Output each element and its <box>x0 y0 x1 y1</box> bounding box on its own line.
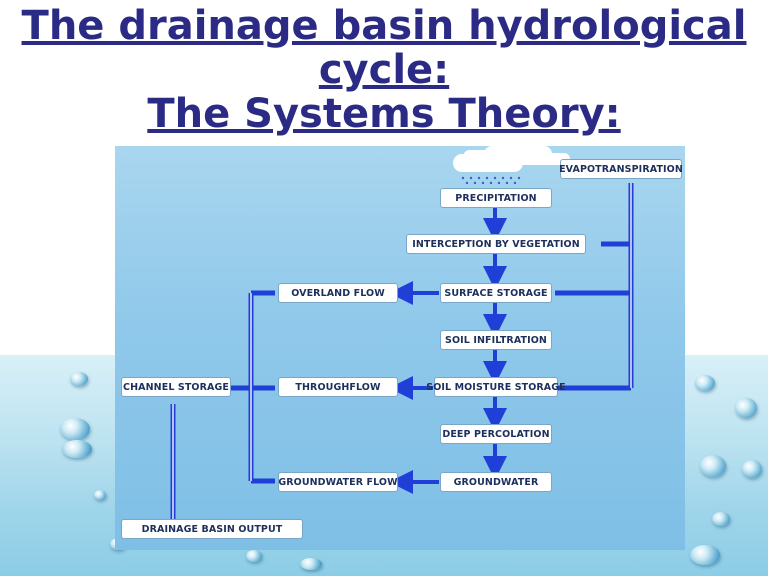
water-drop-icon <box>695 375 715 391</box>
water-drop-icon <box>60 418 90 440</box>
precipitation-box: PRECIPITATION <box>440 188 552 208</box>
water-drop-icon <box>300 558 322 570</box>
groundwater-box: GROUNDWATER <box>440 472 552 492</box>
water-drop-icon <box>712 512 730 526</box>
title-line-2: cycle: <box>318 47 450 93</box>
channel-storage-box: CHANNEL STORAGE <box>121 377 231 397</box>
title-line-3: The Systems Theory: <box>147 91 621 137</box>
deep-percolation-box: DEEP PERCOLATION <box>440 424 552 444</box>
water-drop-icon <box>246 550 262 562</box>
throughflow-box: THROUGHFLOW <box>278 377 398 397</box>
water-drop-icon <box>70 372 88 386</box>
hydrological-cycle-diagram: PRECIPITATION EVAPOTRANSPIRATION INTERCE… <box>115 146 685 550</box>
rain-cloud-icon <box>453 154 523 172</box>
evapotranspiration-box: EVAPOTRANSPIRATION <box>559 159 683 179</box>
water-drop-icon <box>742 460 762 478</box>
water-drop-icon <box>94 490 106 500</box>
overland-flow-box: OVERLAND FLOW <box>278 283 398 303</box>
water-drop-icon <box>700 455 726 477</box>
interception-box: INTERCEPTION BY VEGETATION <box>406 234 586 254</box>
soil-moisture-box: SOIL MOISTURE STORAGE <box>426 377 566 397</box>
water-drop-icon <box>735 398 757 418</box>
flow-lines <box>170 176 634 519</box>
water-drop-icon <box>690 545 720 565</box>
drainage-output-box: DRAINAGE BASIN OUTPUT <box>121 519 303 539</box>
water-drop-icon <box>62 440 92 458</box>
title-line-1: The drainage basin hydrological <box>21 3 747 49</box>
surface-storage-box: SURFACE STORAGE <box>440 283 552 303</box>
page-title: The drainage basin hydrological cycle: T… <box>0 4 768 136</box>
soil-infiltration-box: SOIL INFILTRATION <box>440 330 552 350</box>
groundwater-flow-box: GROUNDWATER FLOW <box>278 472 398 492</box>
